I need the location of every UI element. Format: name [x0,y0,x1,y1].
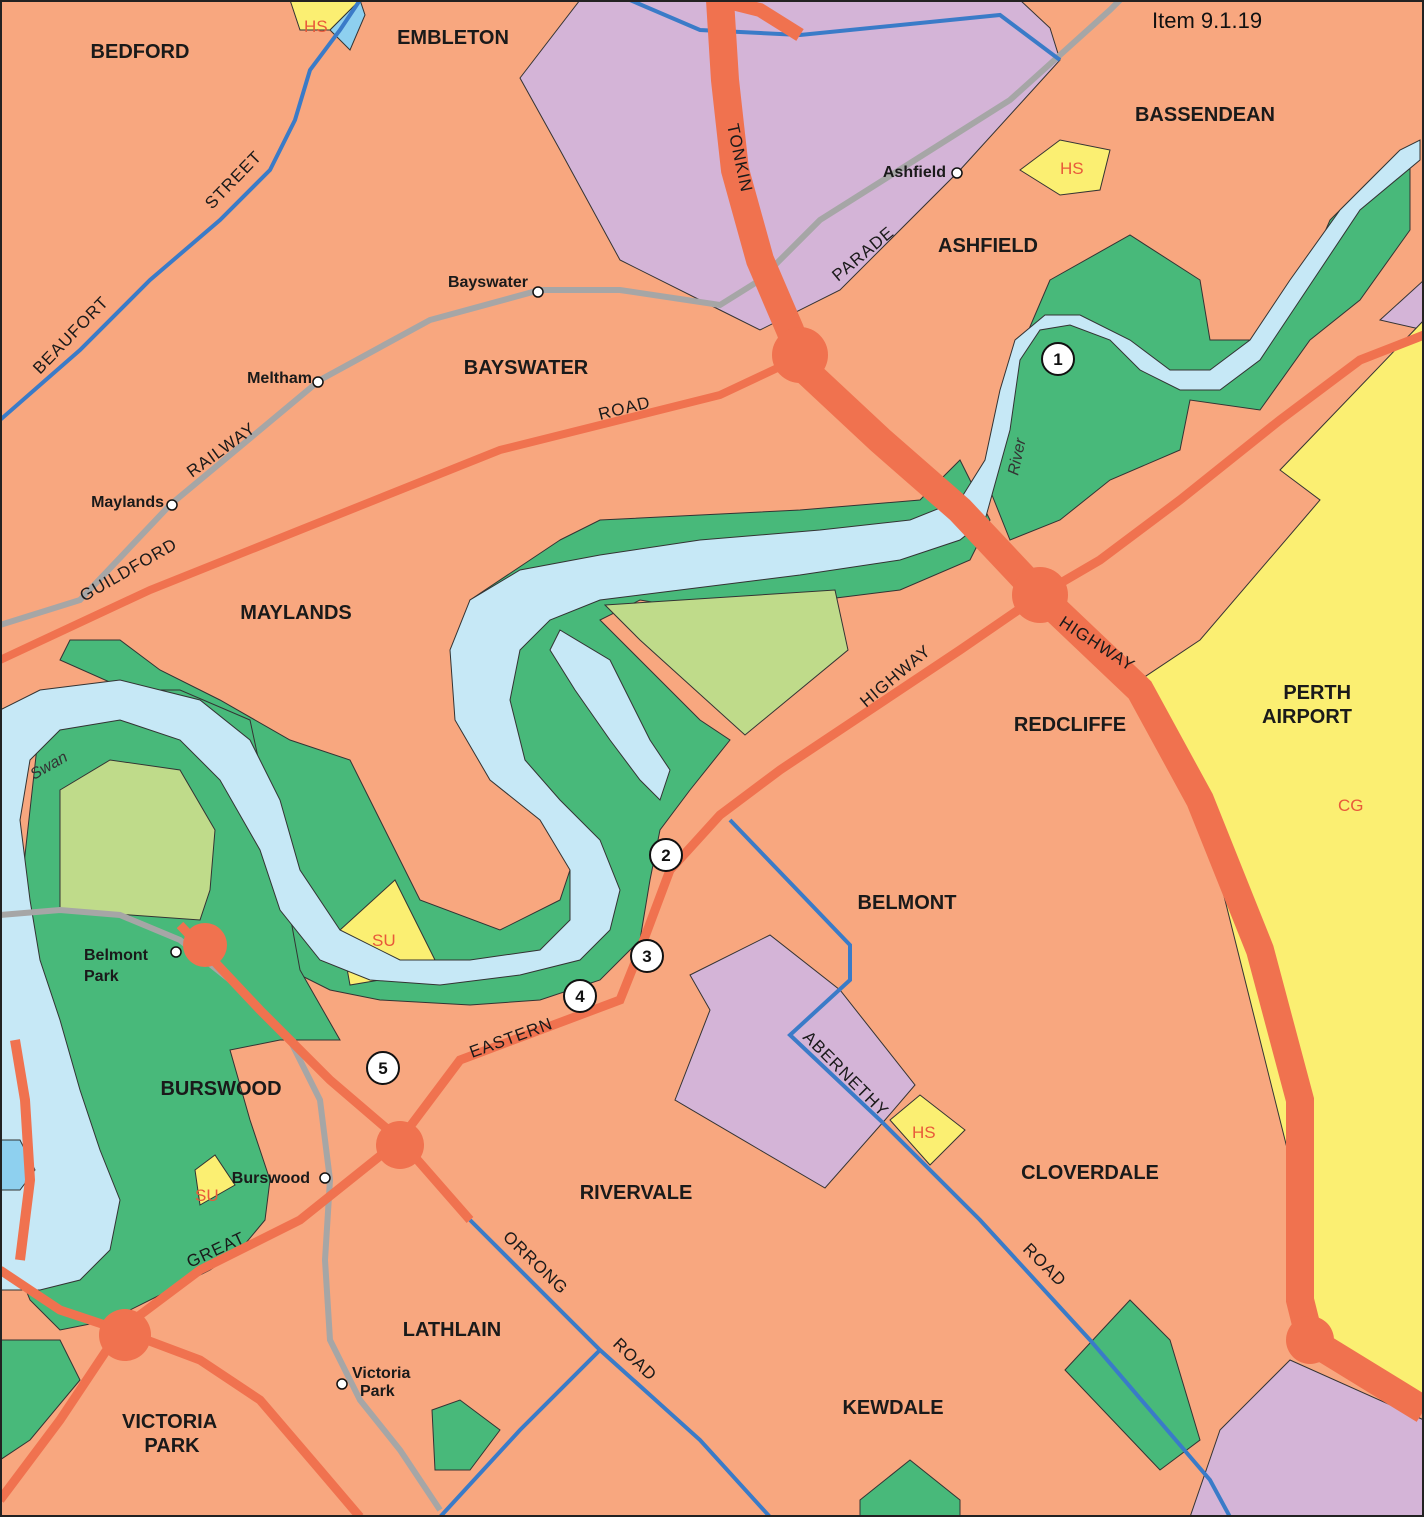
site-marker-5[interactable]: 5 [366,1051,400,1085]
suburb-label-burswood: BURSWOOD [160,1078,281,1100]
guildford-road [0,351,807,664]
boundary-line-orrong [468,1218,772,1517]
suburb-label-bayswater: BAYSWATER [464,357,589,379]
site-marker-1[interactable]: 1 [1041,342,1075,376]
parkland-se-2 [859,1459,961,1517]
boundary-line-abernethy [728,818,1232,1517]
station-icon-ashfield [951,167,963,179]
station-label-meltham: Meltham [247,370,312,387]
health-services-zone-cloverdale [889,1094,966,1166]
station-icon-victoria-park [336,1378,348,1390]
interchange-tonkin-great-eastern [1012,567,1068,623]
site-marker-2-circle [649,838,683,872]
industrial-area-north [519,0,1061,331]
river-inlet [549,629,671,801]
site-marker-3-circle [630,939,664,973]
perth-airport-line-1: PERTH [1283,682,1351,704]
zone-label-su-burswood: SU [195,1186,219,1205]
parkland-lathlain [431,1399,501,1471]
site-marker-4-circle [563,979,597,1013]
site-marker-4-label: 4 [575,987,585,1006]
station-icon-burswood [319,1172,331,1184]
item-reference: Item 9.1.19 [1152,8,1262,33]
suburb-label-kewdale: KEWDALE [842,1397,943,1419]
special-use-zone-burswood [194,1154,236,1206]
station-label-ashfield: Ashfield [883,164,946,181]
suburb-label-victoria-park: VICTORIA PARK [122,1411,222,1457]
suburb-label-rivervale: RIVERVALE [580,1182,693,1204]
zone-label-hs-bassendean: HS [1060,159,1084,178]
railway-line-south [0,906,443,1512]
suburb-label-bedford: BEDFORD [91,41,190,63]
zone-label-hs-cloverdale: HS [912,1123,936,1142]
suburb-label-embleton: EMBLETON [397,27,509,49]
station-icon-belmont-park [170,946,182,958]
site-marker-1-circle [1041,342,1075,376]
suburb-label-redcliffe: REDCLIFFE [1014,714,1126,736]
station-icon-bayswater [532,286,544,298]
site-marker-3-label: 3 [642,947,651,966]
road-west-edge [10,1039,36,1261]
site-marker-2[interactable]: 2 [649,838,683,872]
suburb-label-maylands: MAYLANDS [240,602,352,624]
station-icon-meltham [312,376,324,388]
interchange-south [1286,1316,1334,1364]
great-eastern-highway-bypass [176,921,474,1223]
station-label-maylands: Maylands [91,494,164,511]
light-green-field-maylands [603,589,849,736]
interchange-tonkin-guildford [772,327,828,383]
station-label-belmont-park-1: Belmont [84,947,149,964]
site-marker-3[interactable]: 3 [630,939,664,973]
lake-north [329,0,366,51]
interchange-victoria-park [99,1309,151,1361]
station-label-victoria-park-2: Park [360,1383,395,1400]
tonkin-highway [706,0,1424,1422]
boundary-line-beaufort [0,0,362,422]
suburb-label-cloverdale: CLOVERDALE [1021,1162,1159,1184]
station-label-bayswater: Bayswater [448,274,528,291]
road-north-link [718,0,804,41]
parkland-ashfield [989,149,1411,541]
health-services-zone-bassendean [1019,139,1111,196]
industrial-area-belmont [674,934,916,1189]
road-victoria-park [0,1266,364,1517]
station-icon-maylands [166,499,178,511]
station-label-victoria-park-1: Victoria [352,1365,411,1382]
swan-river [0,139,1421,1291]
zone-label-cg-airport: CG [1338,796,1364,815]
suburb-label-perth-airport: PERTH AIRPORT [1262,682,1357,728]
perth-airport-line-2: AIRPORT [1262,706,1352,728]
zone-label-hs-north: HS [304,17,328,36]
station-label-burswood: Burswood [232,1170,310,1187]
zone-label-su-maylands: SU [372,931,396,950]
suburb-label-lathlain: LATHLAIN [403,1319,502,1341]
suburb-label-belmont: BELMONT [858,892,957,914]
site-marker-5-circle [366,1051,400,1085]
industrial-area-se-corner [1189,1359,1424,1517]
suburb-label-bassendean: BASSENDEAN [1135,104,1275,126]
industrial-area-east [1378,279,1424,331]
site-marker-2-label: 2 [661,846,670,865]
interchange-belmont-park [183,923,227,967]
site-marker-4[interactable]: 4 [563,979,597,1013]
victoria-park-line-1: VICTORIA [122,1411,217,1433]
parkland-victoria-park [0,1339,81,1461]
boundary-line-lathlain [438,1348,602,1517]
station-label-belmont-park-2: Park [84,968,119,985]
interchange-burswood [376,1121,424,1169]
site-marker-1-label: 1 [1053,350,1062,369]
victoria-park-line-2: PARK [144,1435,200,1457]
site-marker-5-label: 5 [378,1059,387,1078]
suburb-label-ashfield: ASHFIELD [938,235,1038,257]
perth-airport-area [1139,319,1424,1401]
